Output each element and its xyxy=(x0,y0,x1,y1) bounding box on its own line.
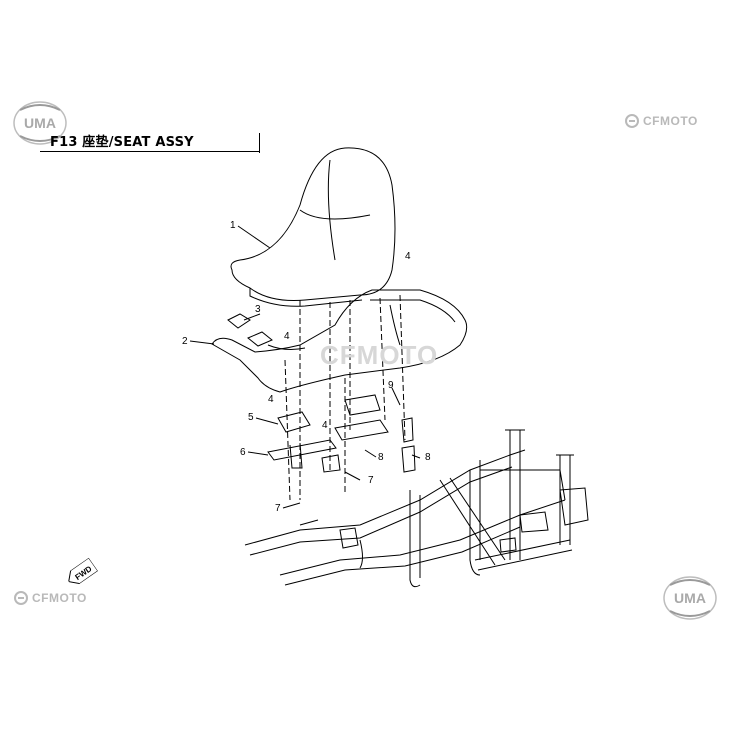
callout-2: 2 xyxy=(182,336,188,347)
callout-4c: 4 xyxy=(268,394,274,405)
cfmoto-watermark: CFMOTO xyxy=(320,340,439,370)
callout-1: 1 xyxy=(230,220,236,231)
frame-part xyxy=(244,429,589,588)
cfmoto-brand-bottom-left: CFMOTO xyxy=(14,591,87,605)
page-title: F13 座垫/SEAT ASSY xyxy=(50,135,194,150)
callout-7b: 7 xyxy=(368,475,374,486)
cfmoto-brand-text: CFMOTO xyxy=(32,591,87,605)
uma-logo-top-left: UMA xyxy=(13,101,67,145)
callout-7a: 7 xyxy=(275,503,281,514)
uma-logo-text: UMA xyxy=(24,115,56,131)
callout-8b: 8 xyxy=(425,452,431,463)
callout-6: 6 xyxy=(240,447,246,458)
cfmoto-mark-icon xyxy=(625,114,639,128)
callout-4b: 4 xyxy=(284,331,290,342)
seat-part xyxy=(230,147,396,307)
uma-logo-bottom-right: UMA xyxy=(663,576,717,620)
seat-base-part xyxy=(211,289,468,393)
bracket-parts xyxy=(267,394,416,473)
title-underline xyxy=(40,151,260,152)
callout-4a: 4 xyxy=(405,251,411,262)
callout-8a: 8 xyxy=(378,452,384,463)
callout-leaders xyxy=(189,225,421,509)
callout-4d: 4 xyxy=(322,420,328,431)
callout-3: 3 xyxy=(255,304,261,315)
cfmoto-mark-icon xyxy=(14,591,28,605)
callout-5: 5 xyxy=(248,412,254,423)
fwd-arrow-icon: FWD xyxy=(68,557,98,585)
title-divider xyxy=(259,133,260,153)
callout-9: 9 xyxy=(388,380,394,391)
callout-labels: 1 2 3 4 4 4 4 5 6 7 7 8 8 9 xyxy=(182,220,431,514)
assembly-guide-lines xyxy=(284,294,406,501)
uma-logo-text: UMA xyxy=(674,590,706,606)
cfmoto-brand-top-right: CFMOTO xyxy=(625,114,698,128)
cfmoto-brand-text: CFMOTO xyxy=(643,114,698,128)
